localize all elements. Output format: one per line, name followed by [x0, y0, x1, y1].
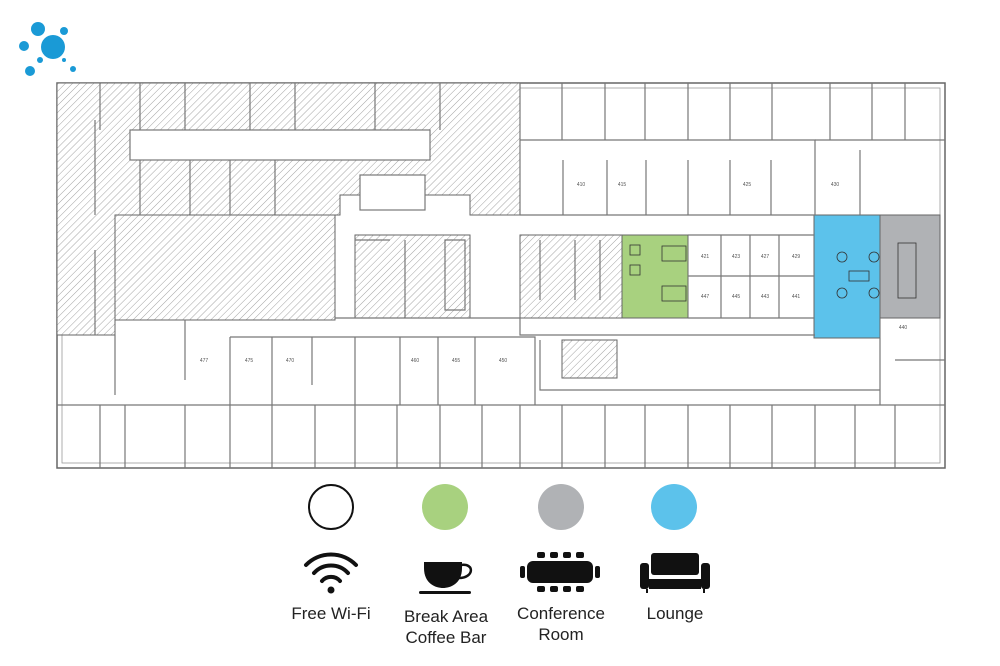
room-number: 443 — [761, 294, 770, 300]
hatched-area-walls — [94, 83, 601, 335]
room-number: 410 — [577, 182, 586, 188]
highlighted-rooms — [621, 214, 941, 339]
lounge-swatch — [651, 484, 697, 530]
room-number: 441 — [792, 294, 801, 300]
legend-label-line: Free Wi-Fi — [291, 604, 371, 623]
room-number: 450 — [499, 358, 508, 364]
break-area-room[interactable] — [621, 234, 689, 319]
room-number: 440 — [899, 325, 908, 331]
conference-room[interactable] — [879, 214, 941, 319]
lounge-room[interactable] — [813, 214, 881, 339]
sofa-icon — [640, 553, 710, 593]
room-number: 427 — [761, 254, 770, 260]
room-number: 445 — [732, 294, 741, 300]
room-number: 425 — [743, 182, 752, 188]
wifi-icon — [304, 552, 358, 594]
legend-label-wifi: Free Wi-Fi — [266, 603, 396, 624]
coffee-cup-icon — [419, 562, 473, 594]
room-number: 477 — [200, 358, 209, 364]
conference-room-swatch — [538, 484, 584, 530]
legend-label-line: Lounge — [646, 604, 704, 623]
room-number: 460 — [411, 358, 420, 364]
legend-label-line: Break Area — [403, 607, 489, 626]
wifi-swatch — [308, 484, 354, 530]
room-number: 423 — [732, 254, 741, 260]
room-numbers: 410 415 425 430 421 423 427 429 447 445 … — [200, 182, 908, 364]
legend-label-conference-room: Conference Room — [496, 603, 626, 645]
break-area-swatch — [422, 484, 468, 530]
room-number: 430 — [831, 182, 840, 188]
legend-label-break-area: Break Area Coffee Bar — [381, 606, 511, 648]
room-number: 470 — [286, 358, 295, 364]
office-walls — [57, 83, 945, 468]
room-number: 421 — [701, 254, 710, 260]
room-number: 415 — [618, 182, 627, 188]
room-number: 475 — [245, 358, 254, 364]
room-number: 455 — [452, 358, 461, 364]
logo — [19, 22, 76, 76]
legend-label-lounge: Lounge — [610, 603, 740, 624]
legend-label-line: Conference — [517, 604, 605, 623]
room-number: 447 — [701, 294, 710, 300]
room-number: 429 — [792, 254, 801, 260]
legend-label-line: Coffee Bar — [405, 628, 487, 647]
conference-table-icon — [520, 552, 600, 592]
legend-label-line: Room — [538, 625, 584, 644]
